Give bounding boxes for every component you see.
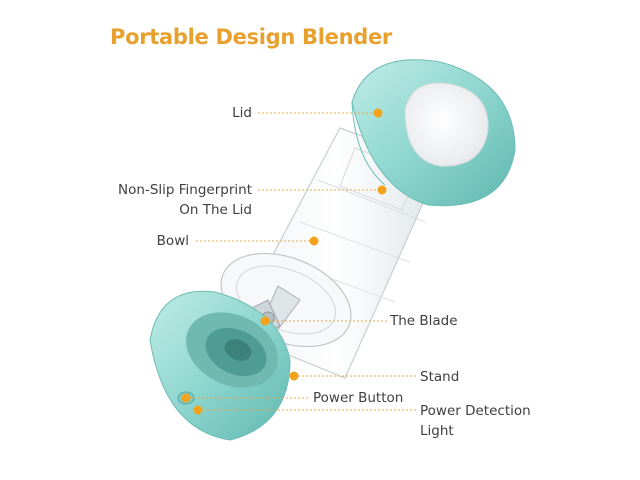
power-light-marker [193,405,203,415]
fingerprint-label-line1: Non-Slip Fingerprint [118,182,252,198]
power-light-label-line1: Power Detection [420,403,531,419]
power-button-label: Power Button [313,390,404,406]
fingerprint-label-line2: On The Lid [179,202,252,218]
lid-label: Lid [232,105,252,121]
blade-marker [260,316,270,326]
diagram-title: Portable Design Blender [110,25,392,49]
stand-shape [149,290,291,441]
power-light-label-line2: Light [420,423,454,439]
fingerprint-marker [377,185,387,195]
bowl-label: Bowl [156,233,189,249]
blade-label: The Blade [390,313,458,329]
stand-marker [289,371,299,381]
lid-marker [373,108,383,118]
power-button-marker [181,393,191,403]
lid-shape [351,59,516,207]
bowl-marker [309,236,319,246]
stand-label: Stand [420,369,460,385]
